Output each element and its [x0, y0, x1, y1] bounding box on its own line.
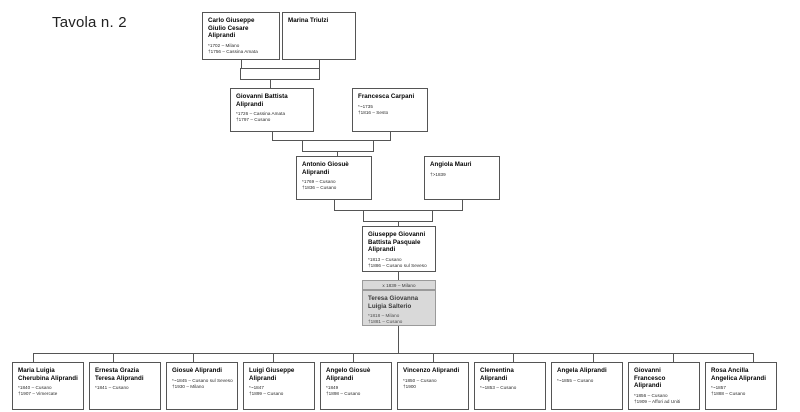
- person-name: Marina Triulzi: [288, 17, 329, 24]
- person-name: Luigi Giuseppe Aliprandi: [249, 367, 295, 382]
- person-birth: †>1839: [430, 171, 446, 177]
- person-birth: *1856 – Cusano: [634, 392, 668, 398]
- person-birth: *~1847: [249, 385, 264, 391]
- person-birth: *1850 – Cusano: [403, 377, 437, 383]
- connector-line: [398, 222, 399, 226]
- connector-line: [398, 326, 399, 353]
- person-name: Giuseppe Giovanni Battista Pasquale Alip…: [368, 231, 426, 254]
- page-title: Tavola n. 2: [52, 14, 127, 31]
- person-birth: *1702 – Milano: [208, 42, 240, 48]
- person-box-vincenzo-aliprandi[interactable]: Vincenzo Aliprandi *1850 – Cusano †1900: [397, 362, 469, 410]
- person-box-clementina-aliprandi[interactable]: Clementina Aliprandi *~1853 – Cusano: [474, 362, 546, 410]
- person-name: Rosa Ancilla Angelica Aliprandi: [711, 367, 766, 382]
- person-box-teresa-giovanna-luigia-salterio[interactable]: Teresa Giovanna Luigia Salterio *1818 – …: [362, 290, 436, 326]
- person-box-antonio-giosue-aliprandi[interactable]: Antonio Giosuè Aliprandi *1769 – Cusano …: [296, 156, 372, 200]
- connector-line: [513, 353, 514, 362]
- couple-join-box: [240, 68, 320, 80]
- person-birth: *~1735: [358, 103, 373, 109]
- connector-line: [270, 80, 271, 88]
- person-birth: *~1853 – Cusano: [480, 385, 517, 391]
- person-box-angelo-giosue-aliprandi[interactable]: Angelo Giosuè Aliprandi *1849 †1898 – Cu…: [320, 362, 392, 410]
- person-name: Teresa Giovanna Luigia Salterio: [368, 295, 419, 310]
- person-death: †1797 – Cusano: [236, 117, 271, 123]
- person-death: †1816 – Sesto: [358, 109, 389, 115]
- person-birth: *1840 – Cusano: [18, 385, 52, 391]
- sibling-bus-line: [33, 353, 753, 354]
- person-box-carlo-giuseppe-giulio-cesare-aliprandi[interactable]: Carlo Giuseppe Giulio Cesare Aliprandi *…: [202, 12, 280, 60]
- person-birth: *1813 – Cusano: [368, 256, 402, 262]
- person-box-giovanni-francesco-aliprandi[interactable]: Giovanni Francesco Aliprandi *1856 – Cus…: [628, 362, 700, 410]
- connector-line: [337, 152, 338, 156]
- person-box-giosue-aliprandi[interactable]: Giosuè Aliprandi *~1845 – Cusano sul Sev…: [166, 362, 238, 410]
- person-name: Vincenzo Aliprandi: [403, 367, 460, 374]
- person-box-ernesta-grazia-teresa-aliprandi[interactable]: Ernesta Grazia Teresa Aliprandi *1841 – …: [89, 362, 161, 410]
- person-box-giovanni-battista-aliprandi[interactable]: Giovanni Battista Aliprandi *1726 – Cass…: [230, 88, 314, 132]
- person-name: Clementina Aliprandi: [480, 367, 514, 382]
- person-name: Angela Aliprandi: [557, 367, 607, 374]
- person-death: †1907 – Vimercate: [18, 391, 58, 397]
- person-birth: *~1857: [711, 385, 726, 391]
- person-box-angiola-mauri[interactable]: Angiola Mauri †>1839: [424, 156, 500, 200]
- connector-line: [673, 353, 674, 362]
- person-box-rosa-ancilla-angelica-aliprandi[interactable]: Rosa Ancilla Angelica Aliprandi *~1857 †…: [705, 362, 777, 410]
- person-death: †1900: [403, 383, 417, 389]
- connector-line: [462, 200, 463, 210]
- connector-line: [113, 353, 114, 362]
- marriage-bar: x 1839 – Milano: [362, 280, 436, 290]
- connector-line: [319, 60, 320, 68]
- person-death: †1909 – Affori ad Uniti: [634, 398, 681, 404]
- connector-line: [390, 132, 391, 140]
- person-box-angela-aliprandi[interactable]: Angela Aliprandi *~1855 – Cusano: [551, 362, 623, 410]
- person-name: Giovanni Francesco Aliprandi: [634, 367, 666, 390]
- person-name: Ernesta Grazia Teresa Aliprandi: [95, 367, 144, 382]
- person-name: Antonio Giosuè Aliprandi: [302, 161, 349, 176]
- person-box-luigi-giuseppe-aliprandi[interactable]: Luigi Giuseppe Aliprandi *~1847 †1899 – …: [243, 362, 315, 410]
- connector-line: [593, 353, 594, 362]
- person-death: †1886 – Cusano sul Seveso: [368, 262, 427, 268]
- person-name: Angiola Mauri: [430, 161, 472, 168]
- connector-line: [433, 353, 434, 362]
- connector-line: [193, 353, 194, 362]
- person-name: Maria Luigia Cherubina Aliprandi: [18, 367, 78, 382]
- person-name: Angelo Giosuè Aliprandi: [326, 367, 371, 382]
- connector-line: [33, 353, 34, 362]
- person-name: Francesca Carpani: [358, 93, 415, 100]
- person-birth: *~1845 – Cusano sul Seveso: [172, 377, 233, 383]
- person-birth: *1726 – Cassina Amata: [236, 111, 286, 117]
- person-birth: *1769 – Cusano: [302, 179, 336, 185]
- person-name: Carlo Giuseppe Giulio Cesare Aliprandi: [208, 17, 255, 40]
- person-box-marina-triulzi[interactable]: Marina Triulzi: [282, 12, 356, 60]
- connector-line: [353, 353, 354, 362]
- connector-line: [272, 132, 273, 140]
- person-death: †1898 – Cusano: [326, 391, 361, 397]
- person-name: Giosuè Aliprandi: [172, 367, 223, 374]
- person-death: †1836 – Cusano: [302, 185, 337, 191]
- person-death: †1930 – Milano: [172, 383, 205, 389]
- person-death: †1888 – Cusano: [711, 391, 746, 397]
- person-box-maria-luigia-cherubina-aliprandi[interactable]: Maria Luigia Cherubina Aliprandi *1840 –…: [12, 362, 84, 410]
- person-birth: *~1855 – Cusano: [557, 377, 594, 383]
- connector-line: [273, 353, 274, 362]
- person-death: †1881 – Cusano: [368, 319, 403, 325]
- connector-line: [398, 272, 399, 280]
- connector-line: [753, 353, 754, 362]
- connector-line: [241, 60, 242, 68]
- person-name: Giovanni Battista Aliprandi: [236, 93, 288, 108]
- person-death: †1899 – Cusano: [249, 391, 284, 397]
- couple-join-box: [302, 140, 374, 152]
- person-birth: *1818 – Milano: [368, 313, 400, 319]
- person-box-francesca-carpani[interactable]: Francesca Carpani *~1735 †1816 – Sesto: [352, 88, 428, 132]
- connector-line: [334, 200, 335, 210]
- person-box-giuseppe-giovanni-battista-pasquale-aliprandi[interactable]: Giuseppe Giovanni Battista Pasquale Alip…: [362, 226, 436, 272]
- person-birth: *1841 – Cusano: [95, 385, 129, 391]
- couple-join-box: [363, 210, 433, 222]
- person-birth: *1849: [326, 385, 339, 391]
- person-death: †1756 – Cassina Amata: [208, 48, 258, 54]
